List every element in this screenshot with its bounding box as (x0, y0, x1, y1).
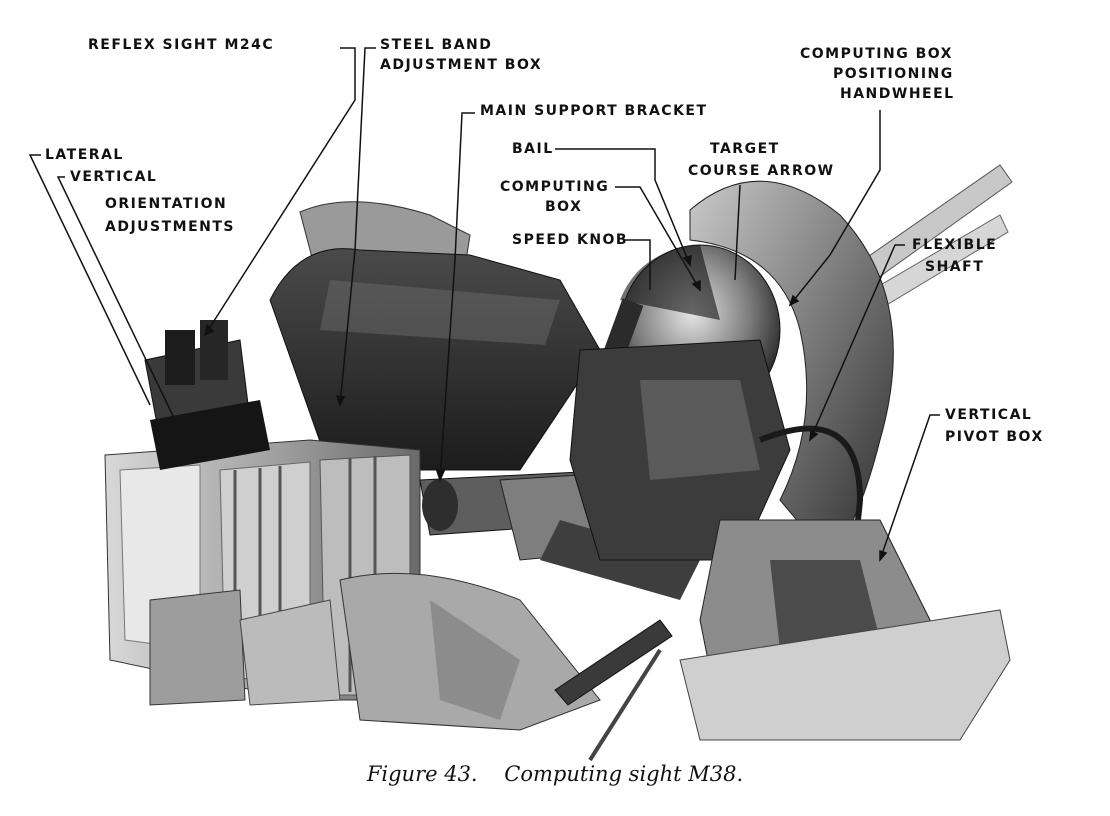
label-speed-knob: SPEED KNOB (512, 232, 629, 248)
label-steel-band-line2: ADJUSTMENT BOX (380, 57, 543, 73)
label-flexible-line1: FLEXIBLE (912, 237, 998, 253)
figure-title: Computing sight M38. (504, 762, 744, 786)
machine-body (104, 164, 1013, 762)
label-steel-band-line1: STEEL BAND (380, 37, 493, 53)
label-flexible-line2: SHAFT (925, 259, 985, 275)
label-vertical-pivot-line1: VERTICAL (945, 407, 1033, 423)
label-computing-box-line1: COMPUTING (500, 179, 610, 195)
leader-lines (28, 47, 940, 563)
label-vertical-pivot-line2: PIVOT BOX (945, 429, 1044, 445)
figure-caption: Figure 43. Computing sight M38. (0, 762, 1110, 786)
label-computing-box-positioning-line2: POSITIONING (833, 66, 954, 82)
label-computing-box-positioning-line3: HANDWHEEL (840, 86, 955, 102)
label-computing-box-line2: BOX (545, 199, 583, 215)
label-lateral: LATERAL (45, 147, 124, 163)
figure-number: Figure 43. (366, 762, 478, 786)
label-bail: BAIL (512, 141, 554, 157)
label-target-line2: COURSE ARROW (688, 163, 835, 179)
label-vertical: VERTICAL (70, 169, 158, 185)
label-main-support-bracket: MAIN SUPPORT BRACKET (480, 103, 708, 119)
label-orientation-line1: ORIENTATION (105, 196, 228, 212)
label-reflex-sight: REFLEX SIGHT M24C (88, 37, 275, 53)
label-target-line1: TARGET (710, 141, 780, 157)
label-computing-box-positioning-line1: COMPUTING BOX (800, 46, 953, 62)
label-orientation-line2: ADJUSTMENTS (105, 219, 236, 235)
